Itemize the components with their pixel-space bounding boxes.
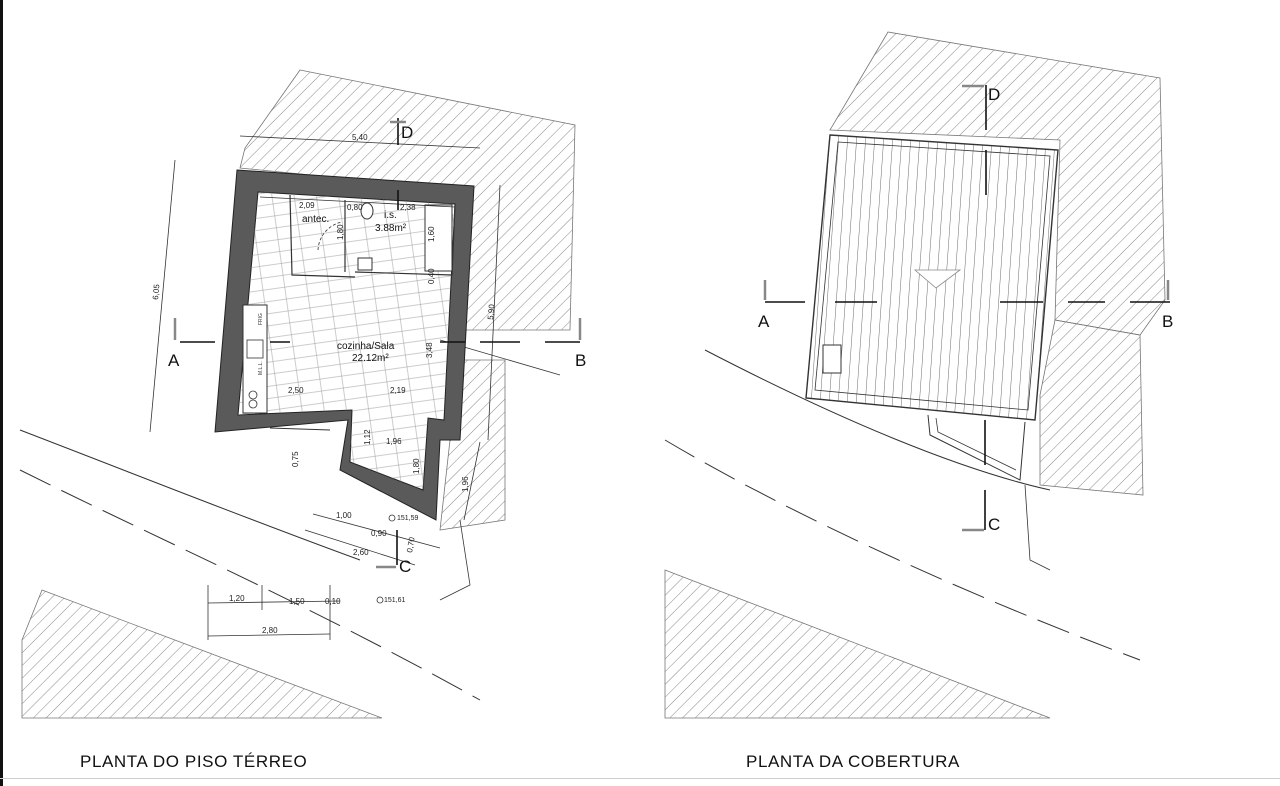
section-label-d: D [401,123,413,142]
dishwasher-label: M.L.L. [258,361,264,375]
roof-plan: A B D C PLANTA DA COBERTURA [664,31,1173,771]
roof-slope-arrow [913,269,962,289]
roof-section-label-a: A [758,312,770,331]
kitchen-counter [242,304,268,414]
porch-inner [935,417,1017,471]
dim-1-96-a: 1,96 [386,437,402,446]
stove-burner-2 [248,399,258,409]
roof-road-line-1 [704,349,1051,491]
section-label-b: B [575,351,586,370]
roof-terrain-hatch-bottom [664,569,1051,719]
dim-5-40: 5,40 [352,133,368,142]
dim-1-20: 1,20 [229,594,245,603]
dim-0-80-a: 0,80 [347,203,363,212]
terrain-hatch-bottom [21,589,383,719]
dim-0-90: 0,90 [371,529,387,538]
roof-terrain-line [1024,484,1051,571]
roof-skylight [822,344,842,374]
title-ground-floor: PLANTA DO PISO TÉRREO [80,752,307,771]
road-line-2 [19,469,481,701]
level-marker-2 [376,596,384,604]
stove-burner-1 [248,390,258,400]
road-line-1 [19,429,361,561]
level-151-61: 151,61 [384,597,406,604]
door-step [269,427,331,431]
dim-5-90: 5,90 [486,303,496,320]
dim-2-50: 2,50 [288,386,304,395]
level-151-59: 151,59 [397,515,419,522]
porch-outline [927,414,1026,481]
section-cut-lines [180,118,580,565]
dim-2-19: 2,19 [390,386,406,395]
door-arc [317,221,343,251]
roof-section-label-b: B [1162,312,1173,331]
dim-6-05: 6,05 [151,283,161,300]
room-living-area: 22.12m² [352,353,389,364]
dim-1-50: 1,50 [289,597,305,606]
toilet [360,202,374,220]
roof-inner-outline [814,141,1051,411]
dim-1-60: 1,60 [427,226,436,242]
ground-floor-plan: A B D C antec. i.s. 3.88m² cozinha/Sala … [19,69,586,771]
dim-0-40: 0,40 [427,268,436,284]
dim-0-70: 0,70 [405,536,417,553]
room-antec-label: antec. [302,214,329,225]
dim-2-09: 2,09 [299,201,315,210]
dim-2-60: 2,60 [353,548,369,557]
left-border-line [0,0,3,786]
level-marker-1 [388,514,396,522]
dim-0-75: 0,75 [291,451,300,467]
wc-partition [289,194,456,278]
dim-1-80-b: 1,80 [412,458,421,474]
roof-section-markers-grey [763,84,1170,532]
section-label-c: C [399,557,411,576]
section-markers-grey [173,120,582,569]
dim-1-96-b: 1,96 [461,476,470,492]
room-wc-label: i.s. [384,210,397,221]
dim-1-12: 1,12 [363,429,372,445]
section-label-a: A [168,351,180,370]
roof-road-line-2 [664,439,1141,661]
room-wc-area: 3.88m² [375,223,407,234]
dim-0-10: 0,10 [325,597,341,606]
fridge-label: FRIG [258,313,264,325]
dim-1-00: 1,00 [336,511,352,520]
bottom-border-line [0,778,1280,779]
terrain-line-4 [439,519,471,601]
kitchen-sink [246,339,264,359]
dim-2-80: 2,80 [262,626,278,635]
dim-3-48: 3,48 [425,342,434,358]
room-living-name: cozinha/Sala [337,341,395,352]
roof-section-cut-lines [765,85,1170,530]
roof-terrain-hatch-right [1039,319,1144,496]
dim-2-38: 2,38 [400,203,416,212]
roof-section-label-c: C [988,515,1000,534]
dimension-lines [149,135,501,640]
bathtub [424,204,453,272]
roof-section-label-d: D [988,85,1000,104]
dim-1-80-a: 1,80 [336,224,345,240]
title-roof: PLANTA DA COBERTURA [746,752,960,771]
sink [357,257,373,271]
